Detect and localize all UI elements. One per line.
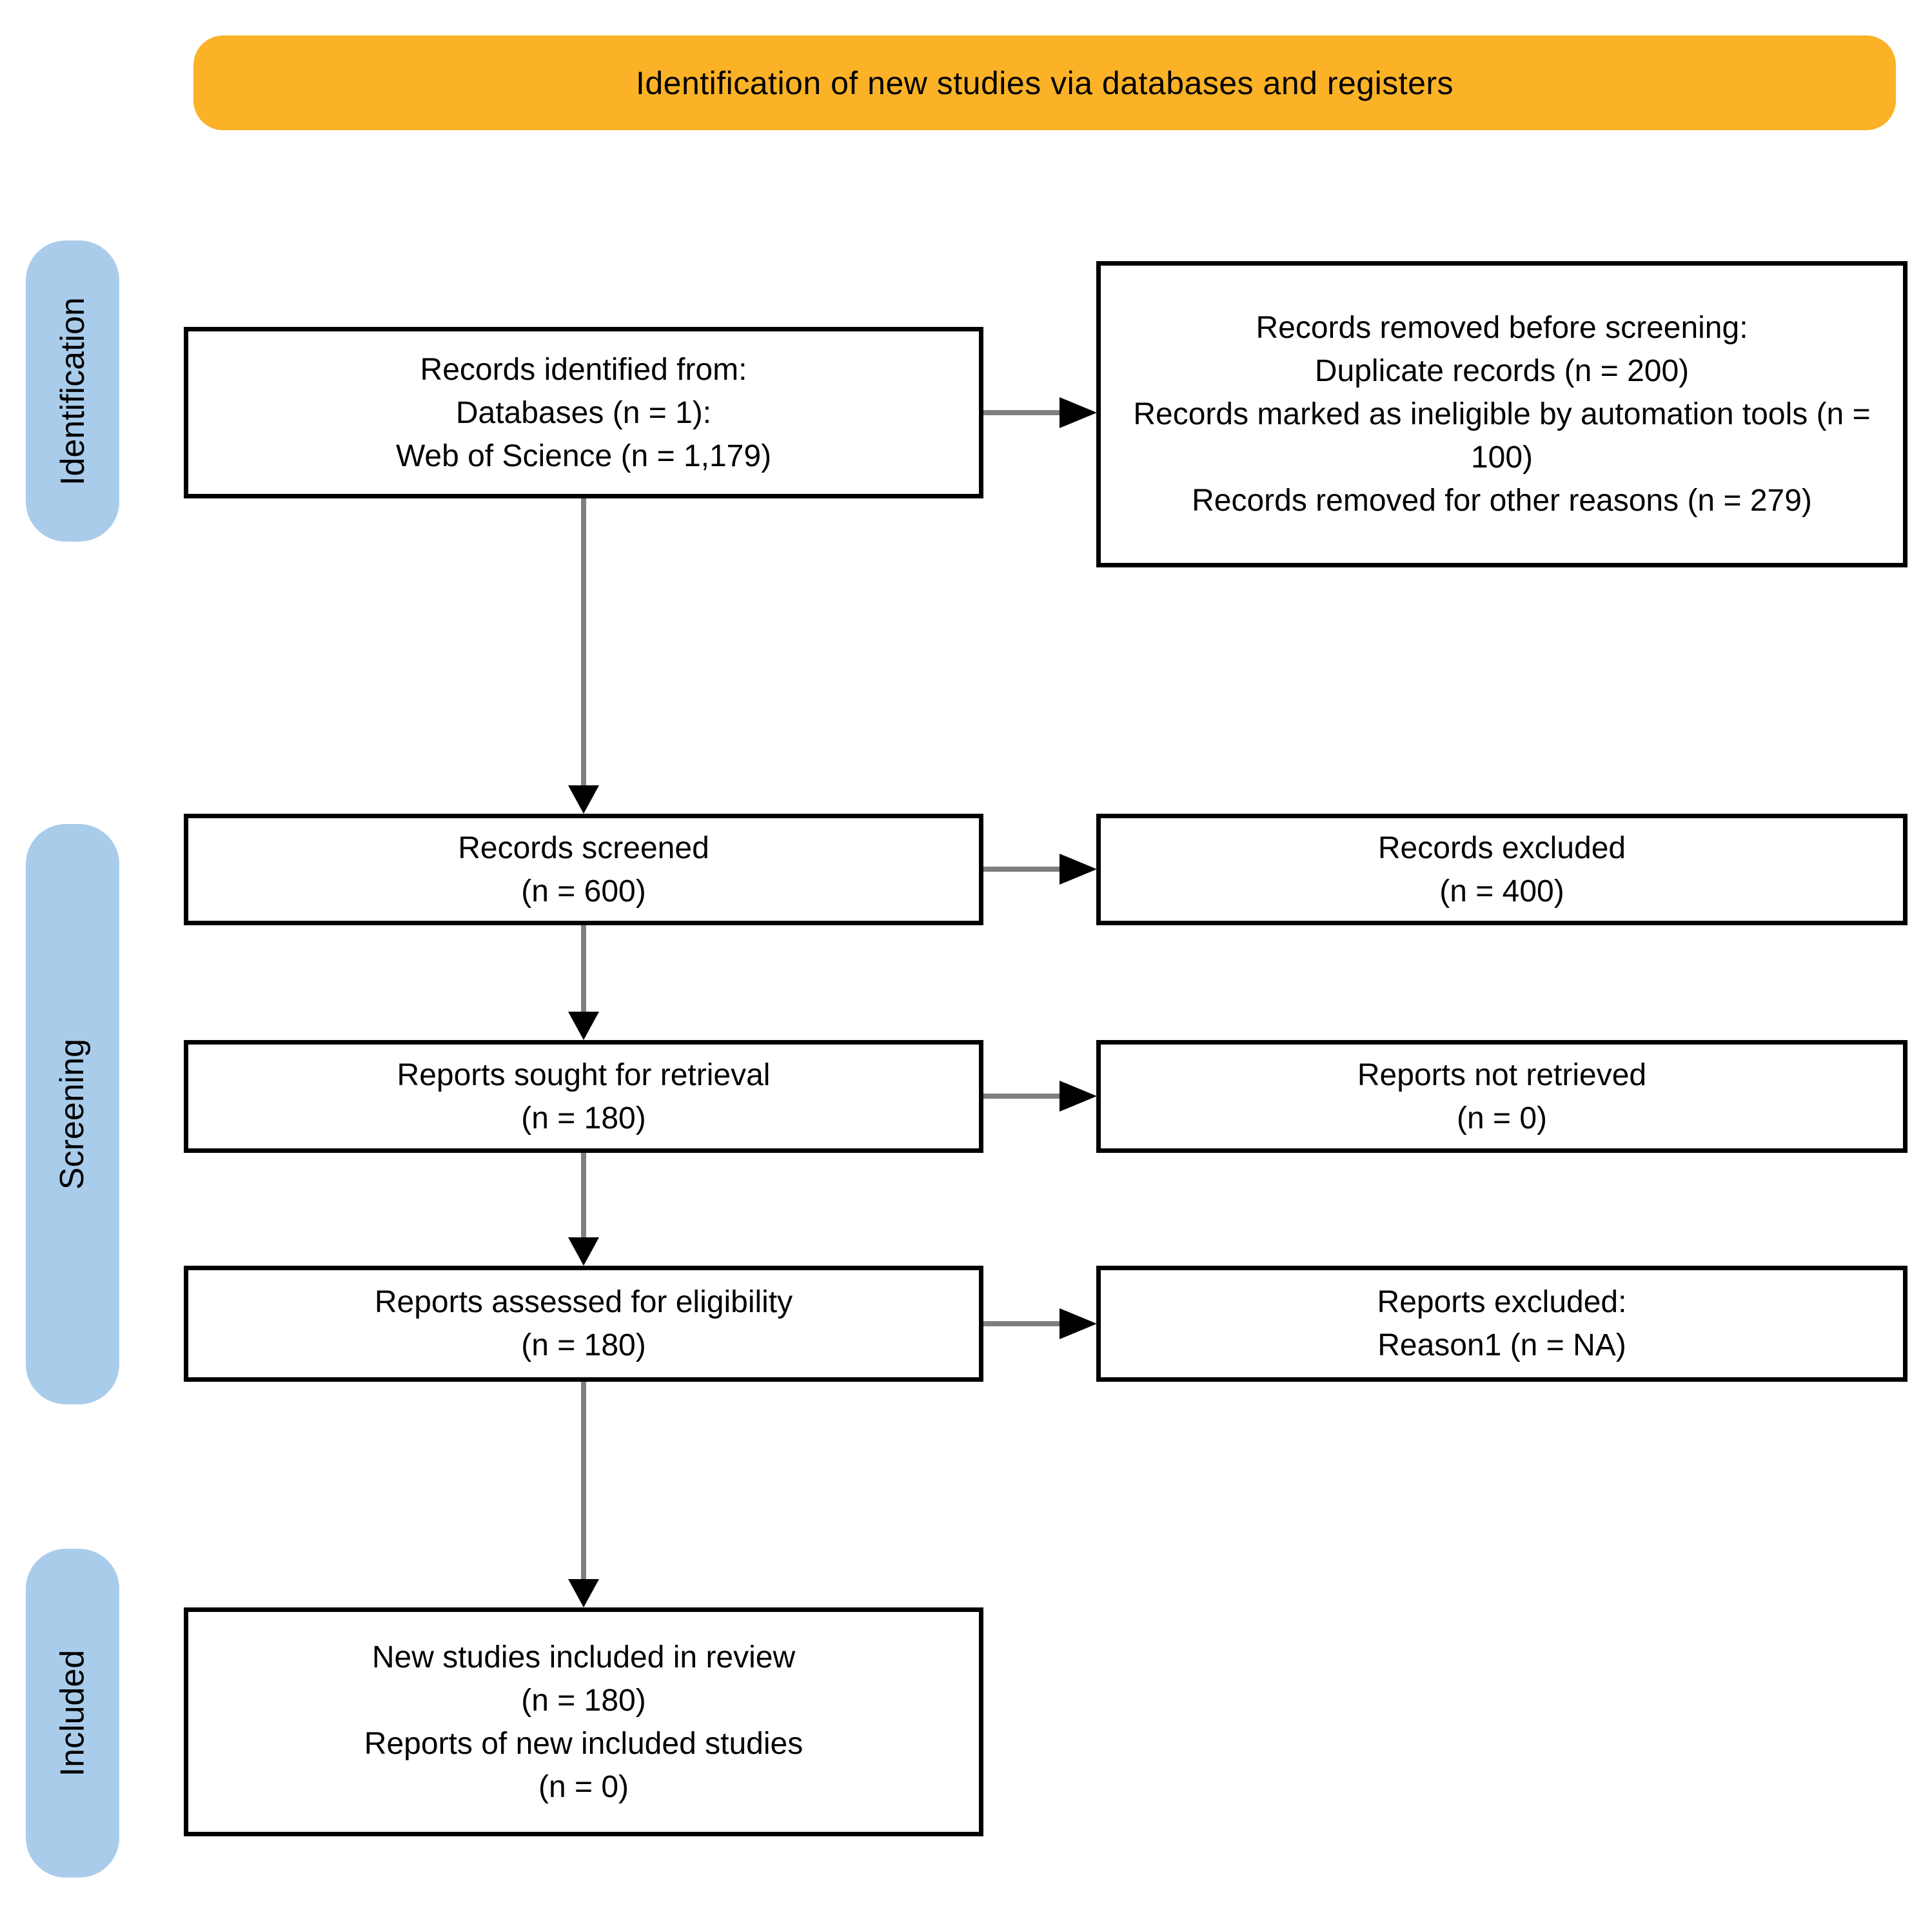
box-records-screened-text: Records screened (n = 600): [458, 830, 709, 908]
box-records-excluded: Records excluded (n = 400): [1096, 814, 1907, 925]
arrowhead-right-icon: [1060, 397, 1097, 428]
phase-band-screening: Screening: [26, 824, 119, 1404]
box-records-screened: Records screened (n = 600): [184, 814, 983, 925]
arrowhead-down-icon: [568, 785, 599, 814]
box-records-identified-text: Records identified from: Databases (n = …: [395, 352, 772, 473]
arrow-line: [983, 867, 1061, 872]
arrow-line: [581, 1382, 586, 1580]
arrow-line: [581, 925, 586, 1013]
header-banner: Identification of new studies via databa…: [193, 35, 1896, 130]
arrow-line: [983, 1321, 1061, 1326]
arrowhead-down-icon: [568, 1012, 599, 1040]
arrowhead-right-icon: [1060, 854, 1097, 885]
arrowhead-down-icon: [568, 1579, 599, 1607]
arrowhead-right-icon: [1060, 1081, 1097, 1112]
box-reports-excluded: Reports excluded: Reason1 (n = NA): [1096, 1266, 1907, 1382]
box-reports-assessed-text: Reports assessed for eligibility (n = 18…: [374, 1285, 793, 1362]
box-new-studies-included: New studies included in review (n = 180)…: [184, 1607, 983, 1836]
arrow-line: [581, 1153, 586, 1239]
box-records-removed: Records removed before screening: Duplic…: [1096, 261, 1907, 567]
phase-label-included: Included: [54, 1649, 92, 1777]
box-reports-assessed: Reports assessed for eligibility (n = 18…: [184, 1266, 983, 1382]
phase-label-identification: Identification: [54, 297, 92, 486]
box-reports-not-retrieved: Reports not retrieved (n = 0): [1096, 1040, 1907, 1153]
arrow-line: [983, 410, 1061, 415]
box-records-removed-text: Records removed before screening: Duplic…: [1133, 311, 1871, 518]
box-reports-sought-text: Reports sought for retrieval (n = 180): [397, 1057, 771, 1135]
box-reports-not-retrieved-text: Reports not retrieved (n = 0): [1357, 1057, 1647, 1135]
box-records-excluded-text: Records excluded (n = 400): [1377, 830, 1626, 908]
arrowhead-down-icon: [568, 1237, 599, 1266]
arrow-line: [581, 498, 586, 787]
arrow-line: [983, 1094, 1061, 1099]
phase-label-screening: Screening: [54, 1038, 92, 1190]
arrowhead-right-icon: [1060, 1308, 1097, 1339]
phase-band-included: Included: [26, 1549, 119, 1878]
box-reports-excluded-text: Reports excluded: Reason1 (n = NA): [1377, 1285, 1627, 1362]
box-reports-sought: Reports sought for retrieval (n = 180): [184, 1040, 983, 1153]
box-new-studies-included-text: New studies included in review (n = 180)…: [364, 1640, 803, 1804]
page-title: Identification of new studies via databa…: [635, 64, 1454, 101]
box-records-identified: Records identified from: Databases (n = …: [184, 327, 983, 498]
phase-band-identification: Identification: [26, 241, 119, 542]
